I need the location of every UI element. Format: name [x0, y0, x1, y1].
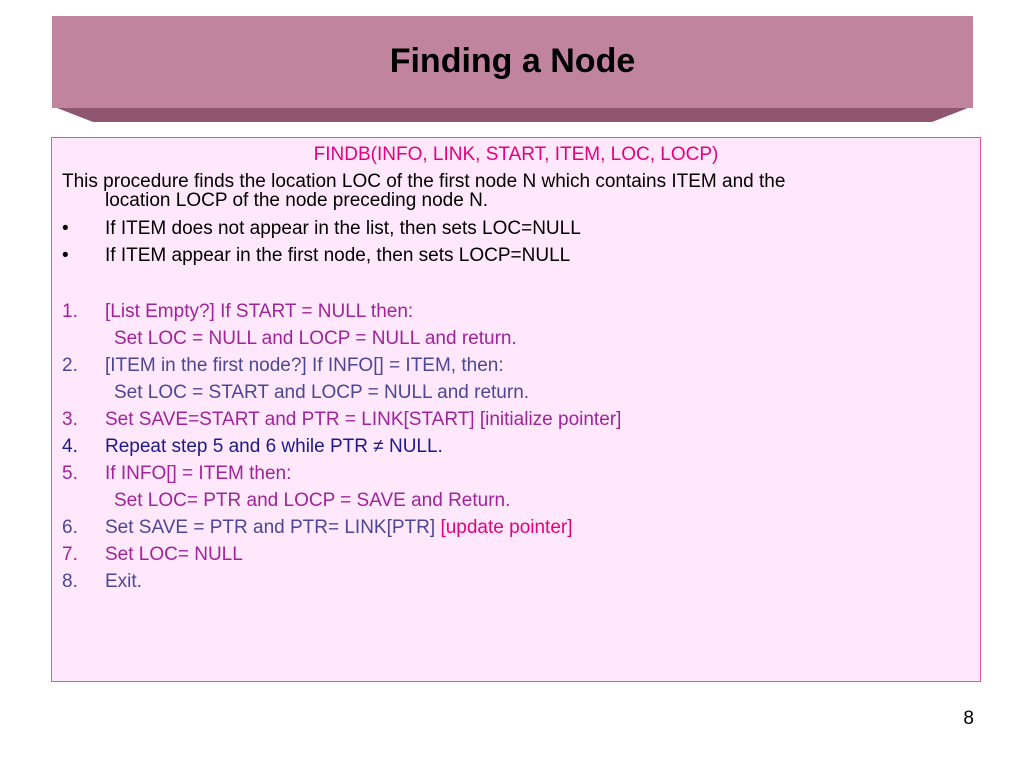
step-text: Set LOC= NULL: [105, 544, 243, 565]
step-number: 8.: [62, 571, 78, 592]
step-text: Set SAVE=START and PTR = LINK[START] [in…: [105, 409, 622, 430]
step-1-sub: Set LOC = NULL and LOCP = NULL and retur…: [114, 328, 517, 349]
description-line-1: This procedure finds the location LOC of…: [62, 171, 786, 192]
step-text: Exit.: [105, 571, 142, 592]
step-comment: [update pointer]: [440, 517, 573, 538]
title-banner-fill: [52, 16, 973, 108]
step-number: 3.: [62, 409, 78, 430]
step-number: 1.: [62, 301, 78, 322]
step-number: 5.: [62, 463, 78, 484]
step-text: [List Empty?] If START = NULL then:: [105, 301, 414, 322]
slide-title: Finding a Node: [389, 42, 636, 80]
step-text: [ITEM in the first node?] If INFO[] = IT…: [105, 355, 504, 376]
bullet-text: If ITEM appear in the first node, then s…: [105, 245, 571, 266]
title-banner-shape: [52, 16, 973, 122]
procedure-heading: FINDB(INFO, LINK, START, ITEM, LOC, LOCP…: [313, 144, 719, 165]
title-banner: Finding a Node: [52, 16, 973, 122]
step-5-sub: Set LOC= PTR and LOCP = SAVE and Return.: [114, 490, 511, 511]
bullet-mark: •: [62, 218, 69, 239]
bullet-mark: •: [62, 245, 69, 266]
step-text: Repeat step 5 and 6 while PTR ≠ NULL.: [105, 436, 443, 457]
bullet-text: If ITEM does not appear in the list, the…: [105, 218, 581, 239]
description-line-2: location LOCP of the node preceding node…: [105, 190, 489, 211]
step-text: Set SAVE = PTR and PTR= LINK[PTR]: [105, 517, 436, 538]
step-number: 7.: [62, 544, 78, 565]
step-text: If INFO[] = ITEM then:: [105, 463, 292, 484]
step-2-sub: Set LOC = START and LOCP = NULL and retu…: [114, 382, 530, 403]
step-number: 2.: [62, 355, 78, 376]
step-number: 6.: [62, 517, 78, 538]
step-number: 4.: [62, 436, 78, 457]
title-banner-shadow: [52, 106, 973, 122]
content-box: FINDB(INFO, LINK, START, ITEM, LOC, LOCP…: [51, 137, 981, 682]
page-number: 8: [963, 708, 974, 729]
step-text-wrap: Set SAVE = PTR and PTR= LINK[PTR] [updat…: [105, 517, 573, 539]
